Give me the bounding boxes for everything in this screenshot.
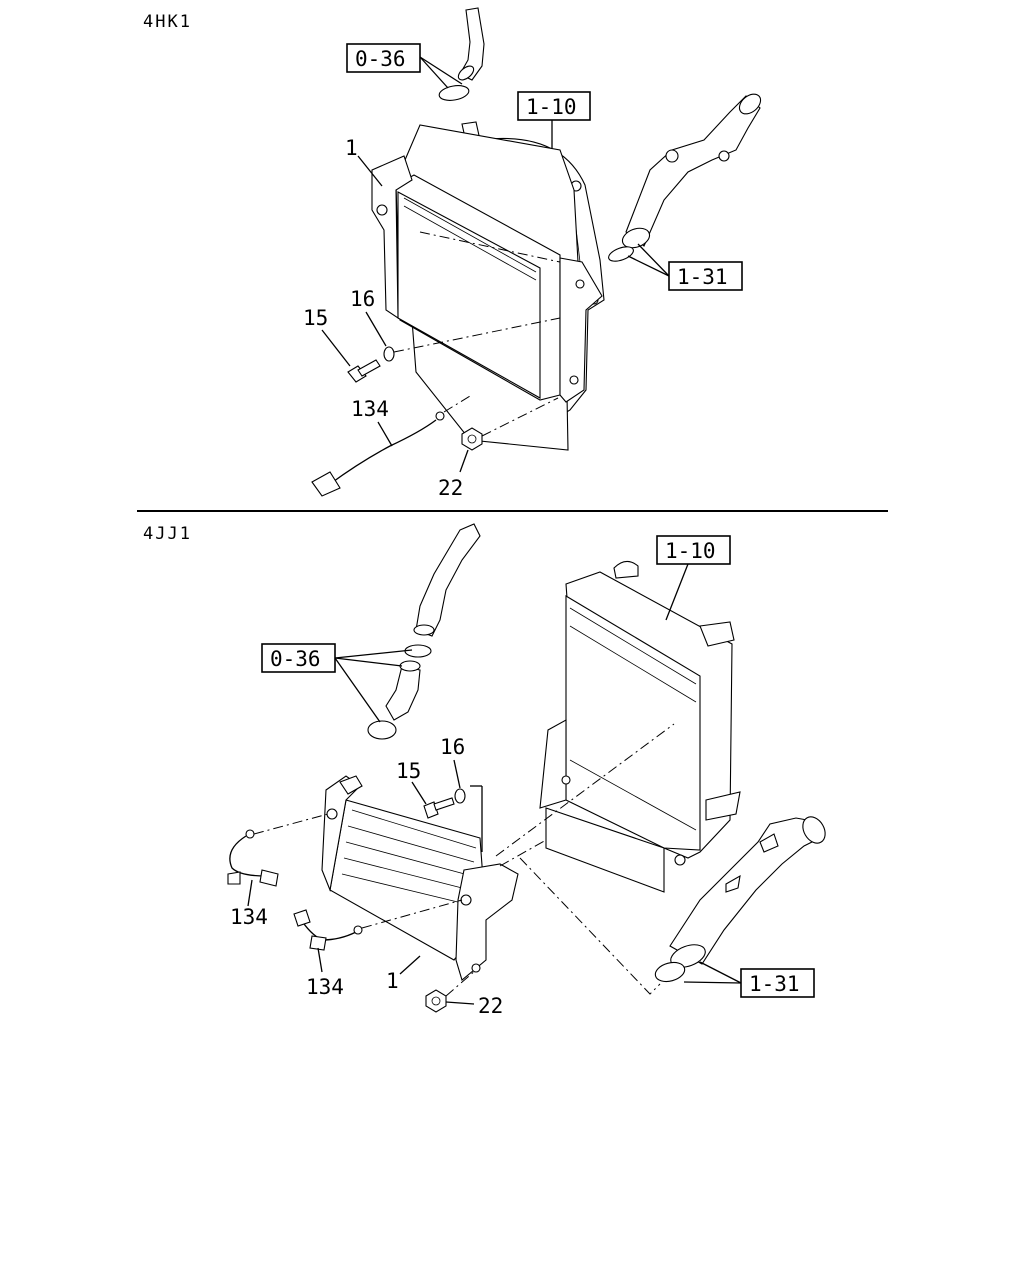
callout-1-31: 1-31 <box>677 265 728 289</box>
washer <box>383 346 395 362</box>
intercooler <box>371 124 603 403</box>
callout-0-36: 0-36 <box>270 647 321 671</box>
bolt <box>347 359 381 383</box>
callout-16: 16 <box>350 287 375 311</box>
nut <box>461 427 483 451</box>
callout-box-1-10 <box>517 91 591 121</box>
callout-16: 16 <box>440 735 465 759</box>
pipe-clamp <box>654 961 686 983</box>
callout-1-10: 1-10 <box>526 95 577 119</box>
outlet-pipe <box>669 816 826 968</box>
section-4jj1: 4JJ1 0-36 1-10 <box>143 523 826 1018</box>
hose-clamp-upper <box>404 644 432 658</box>
intercooler <box>321 775 519 981</box>
callout-134-b: 134 <box>306 975 344 999</box>
callout-box-1-31 <box>668 261 743 291</box>
outlet-pipe <box>621 93 762 249</box>
callout-1-10: 1-10 <box>665 539 716 563</box>
callout-134: 134 <box>351 397 389 421</box>
sensor-harness <box>311 411 445 497</box>
radiator <box>539 560 741 893</box>
upper-hose <box>413 523 481 637</box>
callout-1: 1 <box>386 969 399 993</box>
callout-box-0-36 <box>346 43 421 73</box>
pipe-clamp <box>608 246 634 262</box>
callout-22: 22 <box>438 476 463 500</box>
hose-clamp-lower <box>367 720 397 740</box>
callout-134-a: 134 <box>230 905 268 929</box>
callout-box-1-10 <box>656 535 731 565</box>
callout-0-36: 0-36 <box>355 47 406 71</box>
callout-1: 1 <box>345 136 358 160</box>
bolt <box>423 797 455 819</box>
nut <box>425 989 447 1013</box>
callout-15: 15 <box>396 759 421 783</box>
section-label-4hk1: 4HK1 <box>143 12 192 32</box>
section-4hk1: 4HK1 0-36 1-10 <box>143 7 762 500</box>
washer <box>454 788 466 804</box>
upper-hose <box>457 7 485 81</box>
hose-clamp <box>438 85 470 101</box>
sensor-harness-a <box>227 829 279 887</box>
sensor-harness-b <box>293 909 363 951</box>
callout-22: 22 <box>478 994 503 1018</box>
callout-1-31: 1-31 <box>749 972 800 996</box>
lower-hose <box>385 660 421 721</box>
callout-15: 15 <box>303 306 328 330</box>
section-label-4jj1: 4JJ1 <box>143 524 192 544</box>
